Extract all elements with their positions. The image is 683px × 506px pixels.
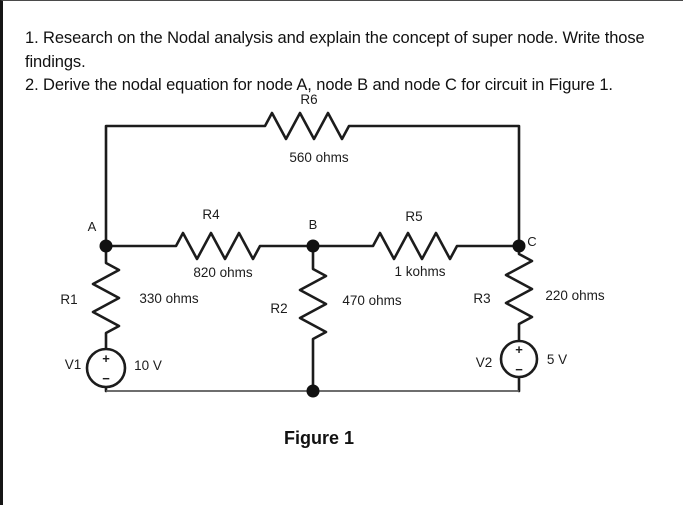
resistor-r6-value: 560 ohms bbox=[289, 150, 349, 165]
node-b-dot bbox=[306, 239, 320, 253]
resistor-r1-label: R1 bbox=[60, 292, 77, 307]
resistor-r4-label: R4 bbox=[202, 207, 220, 222]
v1-minus-sign: − bbox=[102, 371, 110, 386]
resistor-r2-value: 470 ohms bbox=[342, 293, 402, 308]
source-v2-value: 5 V bbox=[547, 352, 567, 367]
v2-source-circle bbox=[499, 339, 539, 379]
v2-plus-sign: + bbox=[515, 342, 523, 357]
v1-source-circle bbox=[85, 347, 127, 389]
resistor-r5-value: 1 kohms bbox=[394, 264, 445, 279]
problem-instructions: 1. Research on the Nodal analysis and ex… bbox=[25, 27, 683, 98]
resistor-r3-value: 220 ohms bbox=[545, 288, 605, 303]
instruction-line-2: 2. Derive the nodal equation for node A,… bbox=[25, 76, 613, 94]
node-c-dot bbox=[512, 239, 526, 253]
resistor-r1-value: 330 ohms bbox=[139, 291, 199, 306]
node-c-label: C bbox=[527, 234, 536, 249]
bottom-junction-dot bbox=[306, 384, 320, 398]
source-v1-label: V1 bbox=[65, 357, 82, 372]
v1-plus-sign: + bbox=[102, 351, 110, 366]
circuit-diagram: A B C R6 560 ohms R4 820 ohms R5 1 kohms… bbox=[60, 92, 605, 448]
source-v2-label: V2 bbox=[476, 355, 493, 370]
resistor-r2-label: R2 bbox=[270, 301, 287, 316]
node-b-label: B bbox=[309, 217, 318, 232]
node-a-dot bbox=[99, 239, 113, 253]
resistor-r2-branch bbox=[298, 244, 328, 393]
resistor-r6-label: R6 bbox=[300, 92, 317, 107]
instruction-line-1: 1. Research on the Nodal analysis and ex… bbox=[25, 29, 645, 71]
node-a-label: A bbox=[88, 219, 97, 234]
figure-caption: Figure 1 bbox=[284, 428, 354, 448]
resistor-r5-label: R5 bbox=[405, 209, 422, 224]
resistor-r4-value: 820 ohms bbox=[193, 265, 253, 280]
resistor-r3-branch bbox=[504, 244, 534, 343]
resistor-r1-branch bbox=[91, 244, 121, 351]
top-loop-wire-resistor-r6 bbox=[104, 111, 521, 248]
v2-minus-sign: − bbox=[515, 362, 523, 377]
source-v1-value: 10 V bbox=[134, 358, 162, 373]
resistor-r3-label: R3 bbox=[473, 291, 490, 306]
